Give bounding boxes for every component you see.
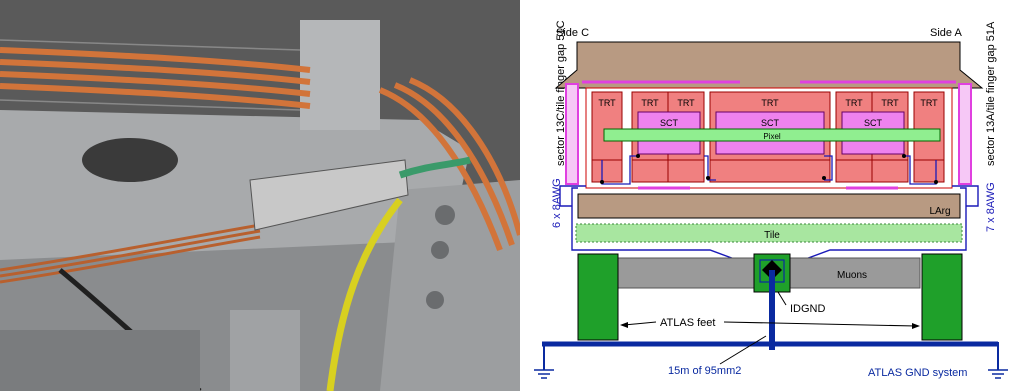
trt-label: TRT xyxy=(881,98,899,108)
right-sector-label: sector 13A/tile finger gap 51A xyxy=(985,21,997,166)
ground-symbol-right xyxy=(988,369,1008,379)
left-magenta-bar xyxy=(565,83,579,185)
plate-hole xyxy=(82,138,178,182)
bolt xyxy=(435,205,455,225)
steel-block xyxy=(300,20,380,130)
side-c-label: Side C xyxy=(556,27,589,39)
tile-label: Tile xyxy=(764,230,780,241)
side-a-label: Side A xyxy=(930,27,962,39)
bracket xyxy=(230,310,300,391)
busbar-strip xyxy=(249,159,409,231)
feet-arrowhead-right xyxy=(912,323,920,329)
bolt xyxy=(431,241,449,259)
cable-loops xyxy=(559,185,979,265)
atlas-foot-left xyxy=(577,253,619,341)
trt-label: TRT xyxy=(598,98,616,108)
cable-label: 15m of 95mm2 xyxy=(668,365,741,377)
feet-arrow-right xyxy=(723,321,917,327)
sct-label: SCT xyxy=(864,118,883,128)
right-panel xyxy=(380,180,520,391)
copper-cables-lower xyxy=(0,223,261,284)
cable-pointer xyxy=(719,335,767,365)
trt-labels: TRT TRT TRT TRT TRT TRT TRT xyxy=(598,98,938,108)
inner-wiring xyxy=(601,155,937,185)
idgnd-pointer xyxy=(777,291,787,306)
larg-bottom xyxy=(577,193,961,219)
left-sector-label: sector 13C/tile finger gap 51C xyxy=(555,20,567,166)
feet-arrowhead-left xyxy=(620,322,628,328)
sct-label: SCT xyxy=(660,118,679,128)
trt-label: TRT xyxy=(845,98,863,108)
larg-top xyxy=(554,41,984,89)
sct-label: SCT xyxy=(761,118,780,128)
yellow-cable xyxy=(326,197,403,391)
right-magenta-bar xyxy=(958,83,972,185)
grounding-diagram: Side C Side A sector 13C/tile finger gap… xyxy=(534,20,1008,379)
right-awg-label: 7 x 8AWG xyxy=(985,182,997,232)
tile-calorimeter xyxy=(575,223,963,243)
ground-symbol-left xyxy=(534,369,554,379)
trt-lower-dividers xyxy=(592,159,944,182)
bolt xyxy=(426,291,444,309)
idgnd-label: IDGND xyxy=(790,303,826,315)
connection-dots xyxy=(600,154,938,184)
atlas-feet-label: ATLAS feet xyxy=(660,317,715,329)
larg-label: LArg xyxy=(929,206,950,217)
trt-label: TRT xyxy=(641,98,659,108)
trt-label: TRT xyxy=(920,98,938,108)
copper-cables-upper xyxy=(0,47,520,252)
perforated-floor xyxy=(0,330,200,391)
trt-label: TRT xyxy=(677,98,695,108)
trt-label: TRT xyxy=(761,98,779,108)
atlas-foot-right xyxy=(921,253,963,341)
pixel-label: Pixel xyxy=(763,132,781,141)
muons-label: Muons xyxy=(837,270,867,281)
installation-photo xyxy=(0,0,520,391)
feet-arrow-left xyxy=(623,321,657,326)
pixel-detector xyxy=(603,128,941,142)
gnd-system-label: ATLAS GND system xyxy=(868,367,967,379)
cable-tray xyxy=(0,39,301,111)
ground-cable xyxy=(769,270,775,350)
green-cable xyxy=(398,156,471,179)
